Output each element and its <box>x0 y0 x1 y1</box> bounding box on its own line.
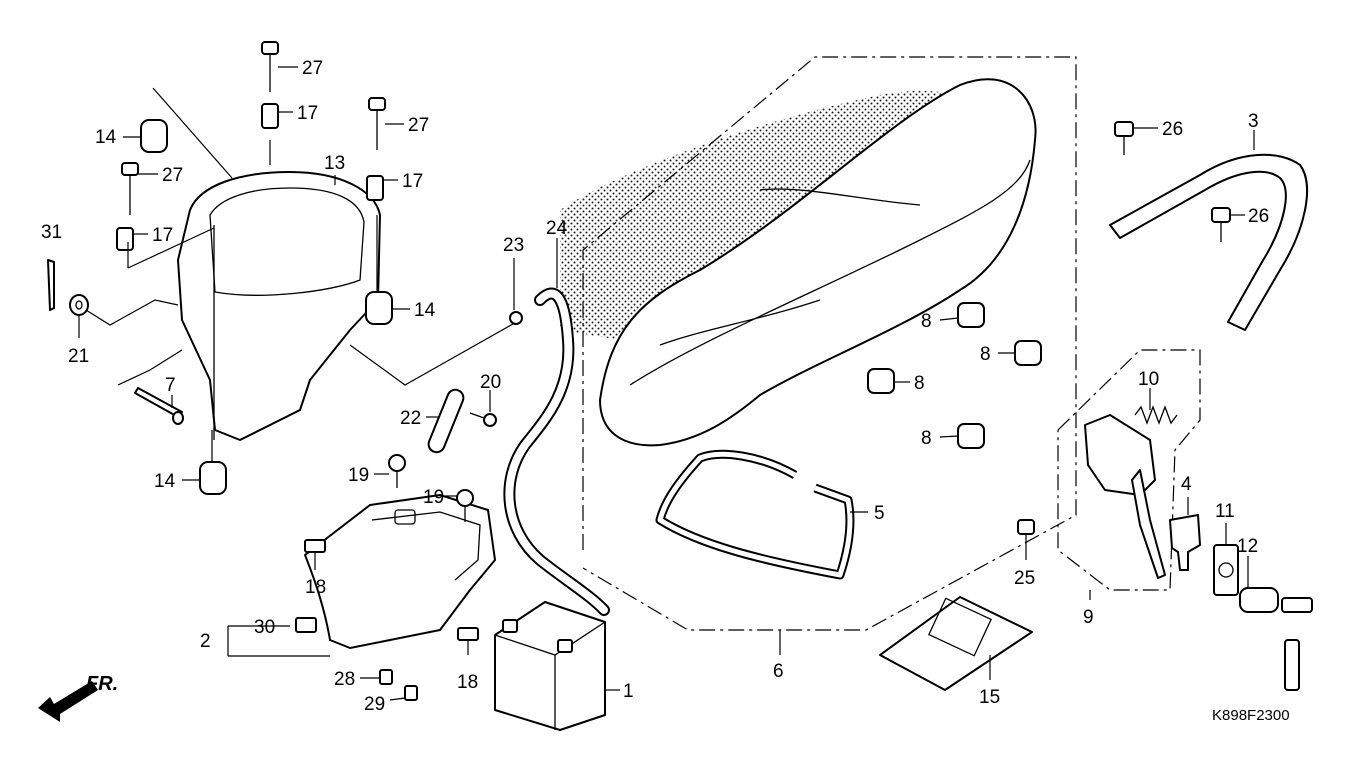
lead-lines <box>85 87 521 462</box>
washer <box>69 294 89 316</box>
callout-22: 22 <box>400 408 421 429</box>
callout-14c: 14 <box>154 471 176 492</box>
cotter-pin <box>47 259 55 311</box>
document-bag <box>879 596 1033 691</box>
callout-14a: 14 <box>95 127 117 148</box>
callout-27b: 27 <box>408 115 429 136</box>
lock-bolt <box>1017 519 1035 535</box>
callout-8b: 8 <box>980 344 991 365</box>
hinge-pin <box>134 387 184 425</box>
fuses <box>379 669 418 701</box>
key-cylinder <box>1239 587 1313 691</box>
callout-18a: 18 <box>305 577 326 598</box>
callout-19a: 19 <box>348 465 369 486</box>
front-arrow-icon <box>38 681 98 722</box>
drain-strap <box>427 388 465 454</box>
key-seal <box>1213 544 1239 596</box>
seat-lock <box>1084 414 1166 579</box>
callout-24: 24 <box>546 218 568 239</box>
callout-11: 11 <box>1215 501 1235 522</box>
callout-15: 15 <box>979 687 1000 708</box>
callout-10: 10 <box>1138 369 1159 390</box>
lock-cover <box>1169 514 1201 571</box>
callout-20: 20 <box>480 372 501 393</box>
callout-17b: 17 <box>402 171 423 192</box>
luggage-box <box>177 171 381 441</box>
callout-23: 23 <box>503 235 524 256</box>
callout-3: 3 <box>1248 111 1259 132</box>
callout-25: 25 <box>1014 568 1035 589</box>
callout-9: 9 <box>1083 607 1094 628</box>
callout-21: 21 <box>68 346 89 367</box>
collars <box>116 103 384 251</box>
seat-bumpers <box>867 302 1042 449</box>
callout-30: 30 <box>254 617 275 638</box>
clips <box>295 539 479 641</box>
callout-17c: 17 <box>152 225 173 246</box>
callout-4: 4 <box>1181 474 1192 495</box>
battery-box-bolts <box>388 454 474 522</box>
callout-2: 2 <box>200 631 211 652</box>
callout-8d: 8 <box>921 428 932 449</box>
screw <box>469 412 497 427</box>
callout-5: 5 <box>874 503 885 524</box>
callout-26b: 26 <box>1248 206 1269 227</box>
callout-14b: 14 <box>414 300 436 321</box>
callout-1: 1 <box>623 681 634 702</box>
seat-lock-frame <box>1057 349 1201 591</box>
box-rubbers <box>140 119 393 495</box>
seat-seal-rubber <box>655 449 855 580</box>
callout-19b: 19 <box>423 487 444 508</box>
battery-box <box>304 494 496 649</box>
lock-spring <box>1134 405 1178 425</box>
drawing-code: K898F2300 <box>1212 707 1290 724</box>
seat <box>560 78 1037 447</box>
callout-6: 6 <box>773 661 784 682</box>
battery <box>494 601 606 731</box>
callout-12: 12 <box>1237 536 1258 557</box>
callout-17a: 17 <box>297 103 318 124</box>
front-marker: FR. <box>86 673 118 695</box>
grab-rail-bolts <box>1114 121 1231 242</box>
callout-29: 29 <box>364 694 385 715</box>
callout-27a: 27 <box>302 58 323 79</box>
grab-rail <box>1109 153 1308 331</box>
callout-8c: 8 <box>914 373 925 394</box>
callout-18b: 18 <box>457 672 478 693</box>
callout-13: 13 <box>324 153 345 174</box>
callout-31: 31 <box>41 222 62 243</box>
box-bolts <box>121 41 386 215</box>
callout-8a: 8 <box>921 311 932 332</box>
callout-7: 7 <box>165 375 176 396</box>
hose-clip <box>509 311 523 325</box>
callout-26a: 26 <box>1162 119 1183 140</box>
callout-28: 28 <box>334 669 355 690</box>
callout-27c: 27 <box>162 165 183 186</box>
